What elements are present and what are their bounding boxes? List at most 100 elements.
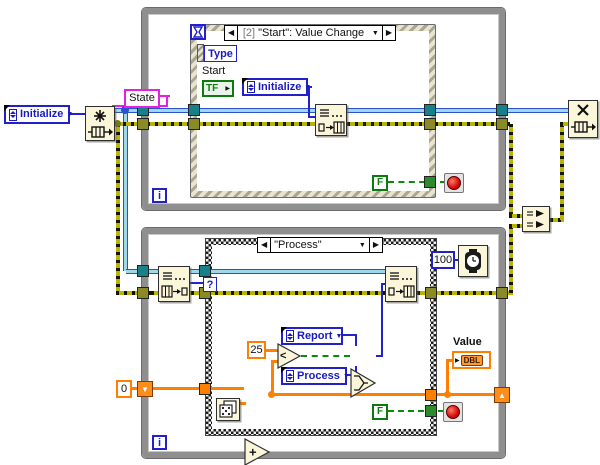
enqueue-element-node-consumer[interactable] (385, 266, 417, 302)
iteration-terminal-consumer[interactable]: i (152, 435, 167, 450)
enqueue-element-node[interactable] (315, 104, 347, 136)
iteration-label: i (157, 436, 162, 449)
error-wire (509, 224, 522, 228)
enum-icon (9, 108, 17, 121)
iteration-terminal[interactable]: i (152, 188, 167, 203)
start-control-label: Start (202, 65, 226, 77)
numeric-wire (271, 360, 279, 363)
enum-value: Report (297, 329, 333, 342)
queue-tunnel (496, 104, 508, 116)
numeric-wire (270, 393, 425, 396)
prev-case-arrow[interactable]: ◀ (261, 240, 268, 249)
queue-wire (151, 269, 385, 274)
false-label: F (376, 177, 384, 188)
enum-wire (308, 86, 310, 118)
error-tunnel (137, 287, 149, 299)
merge-errors-node[interactable] (522, 206, 550, 232)
error-wire (550, 218, 564, 222)
string-wire (166, 95, 168, 107)
enum-icon (286, 370, 294, 382)
initialize-enum-event[interactable]: Initialize ▼ (242, 78, 312, 96)
loop-stop-terminal-consumer[interactable] (443, 402, 463, 422)
case-dropdown-arrow[interactable]: ▼ (358, 241, 366, 249)
event-title: "Start": Value Change (258, 26, 365, 39)
chevron-down-icon[interactable]: ▼ (335, 332, 343, 340)
shift-register-left[interactable]: ▼ (137, 381, 153, 397)
enum-icon (247, 81, 255, 93)
queue-tunnel (199, 265, 211, 277)
state-string-constant[interactable]: State (124, 89, 160, 108)
value-dbl-indicator[interactable]: ▶ DBL (452, 351, 491, 369)
less-than-node[interactable]: < (277, 343, 301, 369)
wire-junction (114, 120, 121, 127)
obtain-queue-node[interactable] (85, 106, 115, 141)
shift-register-right[interactable]: ▲ (494, 387, 510, 403)
case-selector-label[interactable]: ◀ "Process" ▼ ▶ (257, 237, 383, 253)
release-queue-node[interactable] (568, 100, 598, 138)
enum-wire (70, 113, 85, 115)
case-dropdown-arrow[interactable]: ▼ (371, 29, 379, 37)
numeric-wire (132, 387, 138, 390)
numeric-wire (211, 387, 244, 390)
chevron-down-icon[interactable]: ▼ (342, 372, 350, 380)
numeric-wire (239, 402, 246, 405)
enum-wire (376, 355, 383, 357)
wait-ms-constant[interactable]: 100 (431, 251, 455, 269)
random-number-node[interactable] (216, 398, 240, 421)
numeric-wire (446, 359, 454, 362)
iteration-label: i (157, 189, 162, 202)
wire-junction (268, 391, 275, 398)
chevron-down-icon[interactable]: ▼ (66, 111, 74, 118)
numeric-wire (153, 387, 199, 390)
event-case-title: [2] "Start": Value Change (237, 26, 369, 40)
add-node[interactable]: + (244, 438, 270, 465)
threshold-constant[interactable]: 25 (247, 341, 266, 359)
constant-fold (281, 327, 287, 333)
enum-value: Initialize (258, 80, 302, 93)
terminal-arrow-icon: ▶ (225, 86, 230, 92)
dbl-type-badge: DBL (460, 354, 484, 366)
case-title: "Process" (270, 238, 356, 252)
event-data-node-type[interactable]: Type (204, 45, 237, 62)
false-constant-consumer[interactable]: F (372, 404, 388, 420)
chevron-down-icon[interactable]: ▼ (304, 83, 312, 91)
enum-wire (355, 334, 357, 346)
wait-ms-node[interactable] (458, 245, 488, 277)
start-boolean-terminal[interactable]: TF ▶ (202, 80, 234, 97)
next-case-arrow[interactable]: ▶ (381, 26, 395, 40)
bool-tunnel (425, 405, 437, 417)
zero-constant[interactable]: 0 (116, 380, 132, 398)
error-wire (151, 291, 385, 295)
event-timeout-terminal[interactable] (190, 24, 206, 40)
select-node[interactable] (350, 368, 376, 398)
error-wire (509, 124, 513, 218)
bool-wire (388, 410, 444, 412)
enum-wire (190, 282, 203, 284)
false-constant[interactable]: F (372, 175, 388, 191)
error-wire (560, 122, 570, 126)
value-indicator-label: Value (453, 336, 482, 348)
enum-wire (381, 283, 383, 357)
next-case-arrow[interactable]: ▶ (368, 238, 382, 252)
event-selector-label[interactable]: ◀ [2] "Start": Value Change ▼ ▶ (224, 25, 396, 41)
dequeue-element-node[interactable] (158, 266, 190, 302)
process-enum-constant[interactable]: Process ▼ (281, 367, 350, 385)
add-symbol: + (249, 444, 257, 460)
enum-wire (381, 283, 387, 285)
bool-wire (388, 181, 446, 183)
event-index: [2] (242, 26, 256, 39)
consumer-while-loop (142, 228, 505, 458)
case-selector-terminal[interactable]: ? (203, 277, 217, 292)
less-than-symbol: < (280, 350, 287, 362)
numeric-wire (271, 361, 274, 394)
type-label: Type (208, 47, 233, 60)
loop-stop-terminal[interactable] (444, 173, 464, 193)
initialize-enum-constant[interactable]: Initialize ▼ (4, 105, 74, 124)
event-data-node-bar (197, 44, 204, 62)
wire-junction (121, 106, 129, 114)
prev-case-arrow[interactable]: ◀ (228, 28, 235, 37)
numeric-wire (446, 360, 449, 394)
release-queue-icon (571, 104, 596, 133)
report-enum-constant[interactable]: Report ▼ (281, 327, 343, 345)
